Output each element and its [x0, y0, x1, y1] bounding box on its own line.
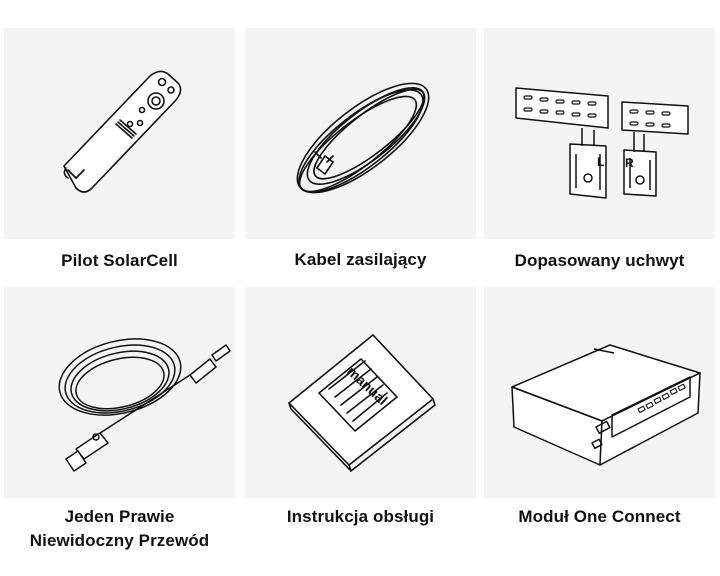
one-connect-box-icon — [511, 344, 701, 466]
item-label-one-connect: Moduł One Connect — [518, 507, 681, 526]
item-label-power-cable: Kabel zasilający — [294, 250, 427, 269]
wall-mount-bracket-icon — [515, 87, 689, 199]
item-tile-wall-mount: L R — [484, 28, 715, 239]
item-label-wall-mount: Dopasowany uchwyt — [514, 251, 685, 270]
item-tile-remote — [4, 28, 235, 239]
bracket-letter-left: L — [597, 155, 605, 169]
item-tile-manual: manual — [245, 287, 476, 498]
manual-booklet-icon — [288, 334, 436, 472]
item-tile-one-invisible-cable — [4, 287, 235, 498]
item-label-remote: Pilot SolarCell — [61, 251, 178, 270]
item-label-one-invisible-cable: Jeden Prawie Niewidoczny Przewód — [29, 507, 210, 550]
one-invisible-cable-icon — [58, 338, 231, 472]
item-tile-power-cable — [245, 28, 476, 239]
item-tile-one-connect — [484, 287, 715, 498]
item-label-manual: Instrukcja obsługi — [286, 507, 435, 526]
remote-control-icon — [63, 70, 182, 193]
power-cable-icon — [296, 82, 430, 194]
bracket-letter-right: R — [625, 156, 634, 170]
